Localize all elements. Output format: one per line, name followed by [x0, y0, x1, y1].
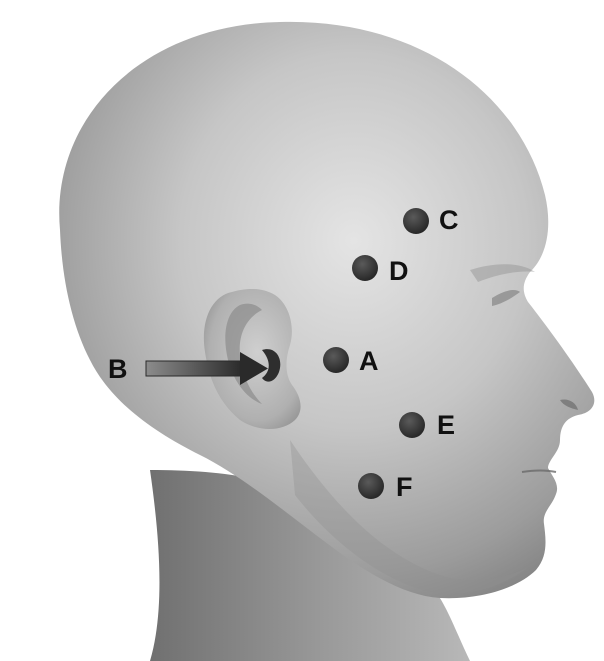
- label-c: C: [439, 207, 459, 234]
- marker-a: [323, 347, 349, 373]
- marker-c: [403, 208, 429, 234]
- marker-d: [352, 255, 378, 281]
- label-b: B: [108, 356, 128, 383]
- label-a: A: [359, 348, 379, 375]
- marker-e: [399, 412, 425, 438]
- label-d: D: [389, 258, 409, 285]
- label-e: E: [437, 412, 455, 439]
- label-f: F: [396, 474, 413, 501]
- marker-f: [358, 473, 384, 499]
